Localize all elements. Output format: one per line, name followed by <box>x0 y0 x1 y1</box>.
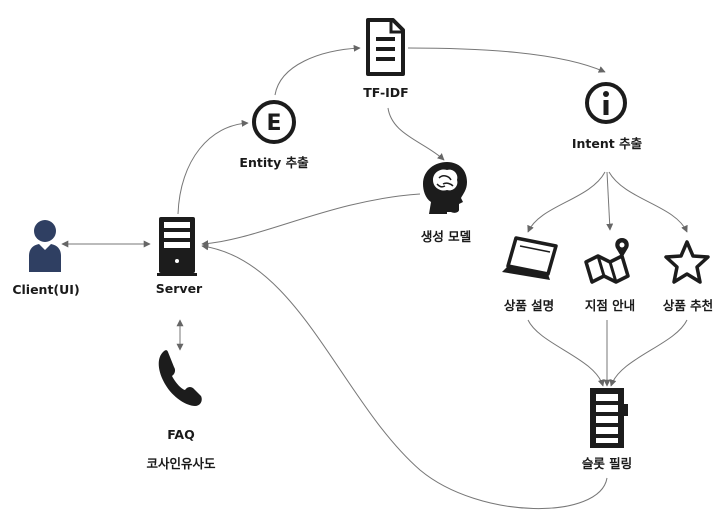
brain-head-icon[interactable] <box>423 162 467 214</box>
intent-label: Intent 추출 <box>571 136 643 151</box>
edge-generation-server <box>201 193 421 248</box>
edge-intent-store <box>606 171 614 231</box>
store-guide-label: 지점 안내 <box>584 298 636 313</box>
letter-e-icon[interactable]: E <box>252 100 296 144</box>
product-desc-label: 상품 설명 <box>503 298 555 313</box>
edge-productdesc-slot <box>527 319 605 387</box>
edge-tfidf-intent <box>407 47 606 73</box>
edge-entity-tfidf <box>274 44 361 96</box>
edge-intent-productrec <box>608 171 688 233</box>
edge-slot-server <box>201 243 608 509</box>
edge-tfidf-generation <box>387 107 445 161</box>
client-label: Client(UI) <box>12 282 80 297</box>
star-icon[interactable] <box>664 240 710 284</box>
user-icon[interactable] <box>29 220 61 272</box>
generation-label: 생성 모델 <box>420 229 472 244</box>
document-icon[interactable] <box>366 18 405 76</box>
edge-productrec-slot <box>609 319 688 387</box>
map-icon[interactable] <box>584 238 630 284</box>
entity-label: Entity 추출 <box>239 155 309 170</box>
slots-icon[interactable] <box>590 388 628 448</box>
edge-intent-productdesc <box>527 171 606 233</box>
faq-sublabel: 코사인유사도 <box>146 456 216 471</box>
phone-icon[interactable] <box>158 350 202 406</box>
server-icon[interactable] <box>157 217 197 276</box>
faq-label: FAQ <box>167 427 195 442</box>
svg-text:E: E <box>266 111 281 136</box>
server-label: Server <box>155 281 203 296</box>
info-icon[interactable] <box>585 82 627 124</box>
product-rec-label: 상품 추천 <box>662 298 714 313</box>
tfidf-label: TF-IDF <box>363 85 409 100</box>
slot-filling-label: 슬롯 필링 <box>581 456 633 471</box>
edge-server-entity <box>177 119 249 215</box>
edges <box>61 44 688 509</box>
laptop-icon[interactable] <box>502 236 558 280</box>
